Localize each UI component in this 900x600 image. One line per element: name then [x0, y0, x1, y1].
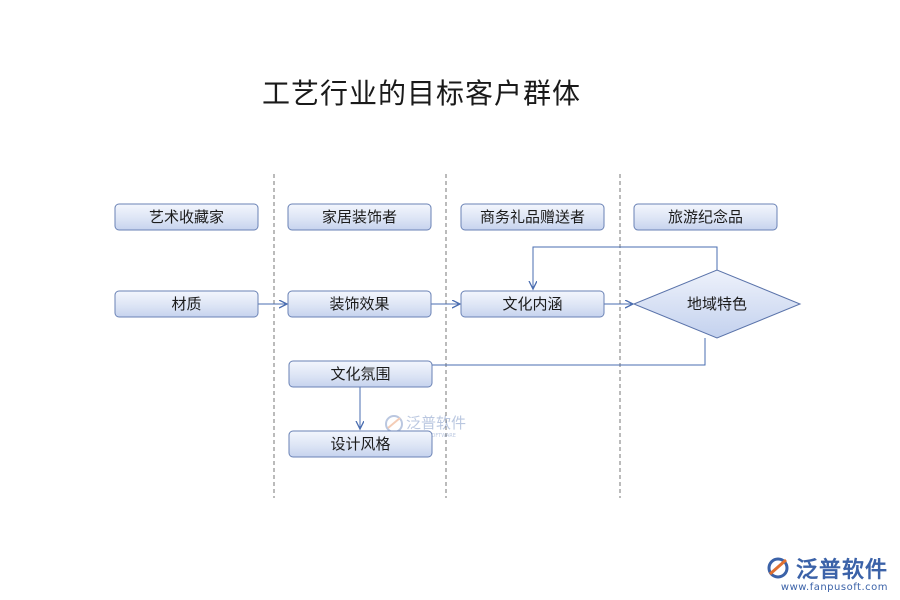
node-design-style: 设计风格 — [288, 430, 433, 458]
svg-text:家居装饰者: 家居装饰者 — [322, 208, 397, 226]
watermark-sub: FANPUSOFTWARE — [412, 433, 456, 439]
brand-logo: 泛普软件 www.fanpusoft.com — [766, 552, 888, 593]
connector-regional-to-atmosphere — [432, 338, 706, 366]
node-cultural-connotation: 文化内涵 — [460, 290, 605, 318]
column-header-travel-souvenir: 旅游纪念品 — [633, 203, 778, 231]
node-decoration-effect: 装饰效果 — [287, 290, 432, 318]
svg-text:材质: 材质 — [171, 295, 201, 313]
column-header-art-collector: 艺术收藏家 — [114, 203, 259, 231]
column-header-business-gift: 商务礼品赠送者 — [460, 203, 605, 231]
svg-text:商务礼品赠送者: 商务礼品赠送者 — [480, 208, 585, 226]
fanpu-logo-icon — [767, 557, 789, 579]
svg-text:艺术收藏家: 艺术收藏家 — [149, 208, 224, 226]
svg-text:文化内涵: 文化内涵 — [502, 295, 562, 313]
svg-text:文化氛围: 文化氛围 — [330, 365, 390, 383]
brand-name: 泛普软件 — [795, 558, 888, 583]
node-regional-features: 地域特色 — [632, 269, 802, 339]
svg-text:旅游纪念品: 旅游纪念品 — [668, 208, 743, 226]
connector-regional-loop-to-culture — [533, 246, 718, 289]
column-header-home-decorator: 家居装饰者 — [287, 203, 432, 231]
node-cultural-atmosphere: 文化氛围 — [288, 360, 433, 388]
svg-text:地域特色: 地域特色 — [687, 295, 747, 313]
page-title: 工艺行业的目标客户群体 — [262, 77, 582, 110]
node-material: 材质 — [114, 290, 259, 318]
watermark-name: 泛普软件 — [406, 414, 466, 432]
watermark-logo-icon — [385, 415, 403, 433]
brand-url: www.fanpusoft.com — [780, 582, 888, 593]
svg-text:装饰效果: 装饰效果 — [329, 295, 389, 313]
svg-text:设计风格: 设计风格 — [330, 435, 390, 453]
